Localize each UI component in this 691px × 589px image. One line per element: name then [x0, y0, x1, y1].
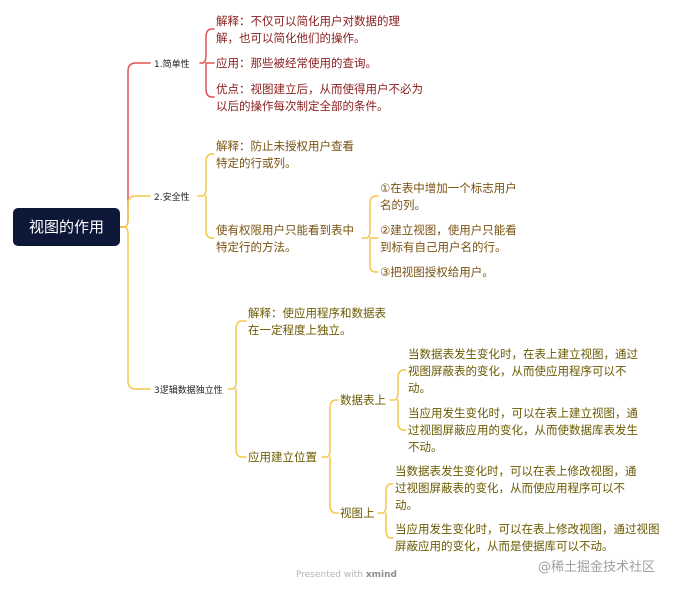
text-line: ①在表中增加一个标志用户	[380, 181, 517, 195]
link-branch1-children	[199, 28, 215, 98]
on-view-item-2[interactable]: 当应用发生变化时，可以在表上修改视图，通过视图 屏蔽应用的变化，从而是使据库可以…	[395, 521, 660, 555]
simplicity-application[interactable]: 应用：那些被经常使用的查询。	[216, 56, 377, 70]
simplicity-advantage[interactable]: 优点：视图建立后，从而使得用户不必为 以后的操作每次制定全部的条件。	[216, 81, 423, 115]
text-line: 以后的操作每次制定全部的条件。	[216, 99, 389, 113]
on-view[interactable]: 视图上	[340, 506, 375, 520]
xmind-logo-text: xmind	[365, 570, 397, 580]
text-line: 使有权限用户只能看到表中	[216, 223, 354, 237]
link-ontable-items	[389, 369, 407, 431]
text-line: 过视图屏蔽应用的变化，从而使数据库表发生	[408, 423, 638, 437]
branch-security[interactable]: 2.安全性	[154, 193, 190, 203]
branch-logical-independence[interactable]: 3逻辑数据独立性	[154, 386, 223, 396]
link-root-branch1	[119, 62, 151, 228]
link-branch2-children	[197, 153, 215, 239]
link-onview-items	[377, 483, 394, 539]
footer-text: Presented with	[296, 570, 363, 580]
security-permission-method[interactable]: 使有权限用户只能看到表中 特定行的方法。	[216, 222, 354, 256]
branch-simplicity[interactable]: 1.简单性	[154, 60, 190, 70]
text-line: 特定的行或列。	[216, 156, 297, 170]
text-line: 当应用发生变化时，可以在表上修改视图，通过视图	[395, 522, 660, 536]
on-view-item-1[interactable]: 当数据表发生变化时，可以在表上修改视图，通 过视图屏蔽表的变化，从而使应用程序可…	[395, 463, 637, 514]
link-branch3-children	[227, 320, 247, 458]
text-line: 视图屏蔽表的变化，从而使应用程序可以不	[408, 364, 627, 378]
text-line: 当数据表发生变化时，可以在表上修改视图，通	[395, 464, 637, 478]
on-table-item-2[interactable]: 当应用发生变化时，可以在表上建立视图，通 过视图屏蔽应用的变化，从而使数据库表发…	[408, 405, 638, 456]
text-line: 动。	[408, 381, 431, 395]
text-line: ③把视图授权给用户。	[380, 265, 494, 279]
text-line: 名的列。	[380, 198, 426, 212]
text-line: 过视图屏蔽表的变化，从而使应用程序可以不	[395, 481, 625, 495]
text-line: 到标有自己用户名的行。	[380, 240, 507, 254]
on-table[interactable]: 数据表上	[340, 393, 386, 407]
text-line: 解释：防止未授权用户查看	[216, 139, 354, 153]
text-line: ②建立视图，使用户只能看	[380, 223, 517, 237]
security-step-1[interactable]: ①在表中增加一个标志用户 名的列。	[380, 180, 517, 214]
root-topic[interactable]: 视图的作用	[13, 208, 120, 246]
text-line: 屏蔽应用的变化，从而是使据库可以不动。	[395, 539, 614, 553]
independence-explanation[interactable]: 解释：使应用程序和数据表 在一定程度上独立。	[248, 305, 386, 339]
text-line: 动。	[395, 498, 418, 512]
security-step-3[interactable]: ③把视图授权给用户。	[380, 264, 494, 281]
text-line: 当数据表发生变化时，在表上建立视图，通过	[408, 347, 638, 361]
text-line: 解释：使应用程序和数据表	[248, 306, 386, 320]
security-explanation[interactable]: 解释：防止未授权用户查看 特定的行或列。	[216, 138, 354, 172]
text-line: 在一定程度上独立。	[248, 323, 352, 337]
watermark: @稀土掘金技术社区	[538, 560, 656, 575]
link-root-branch3	[119, 226, 151, 390]
text-line: 解释：不仅可以简化用户对数据的理	[216, 14, 400, 28]
text-line: 优点：视图建立后，从而使得用户不必为	[216, 82, 423, 96]
presented-with-footer: Presented with xmind	[296, 570, 397, 580]
app-position[interactable]: 应用建立位置	[248, 450, 317, 464]
link-appposition-children	[321, 399, 339, 514]
simplicity-explanation[interactable]: 解释：不仅可以简化用户对数据的理 解，也可以简化他们的操作。	[216, 13, 400, 47]
on-table-item-1[interactable]: 当数据表发生变化时，在表上建立视图，通过 视图屏蔽表的变化，从而使应用程序可以不…	[408, 346, 638, 397]
text-line: 解，也可以简化他们的操作。	[216, 31, 366, 45]
link-root-branch2	[119, 195, 151, 228]
text-line: 特定行的方法。	[216, 240, 297, 254]
text-line: 不动。	[408, 440, 443, 454]
text-line: 当应用发生变化时，可以在表上建立视图，通	[408, 406, 638, 420]
security-step-2[interactable]: ②建立视图，使用户只能看 到标有自己用户名的行。	[380, 222, 517, 256]
link-permission-steps	[361, 195, 379, 273]
